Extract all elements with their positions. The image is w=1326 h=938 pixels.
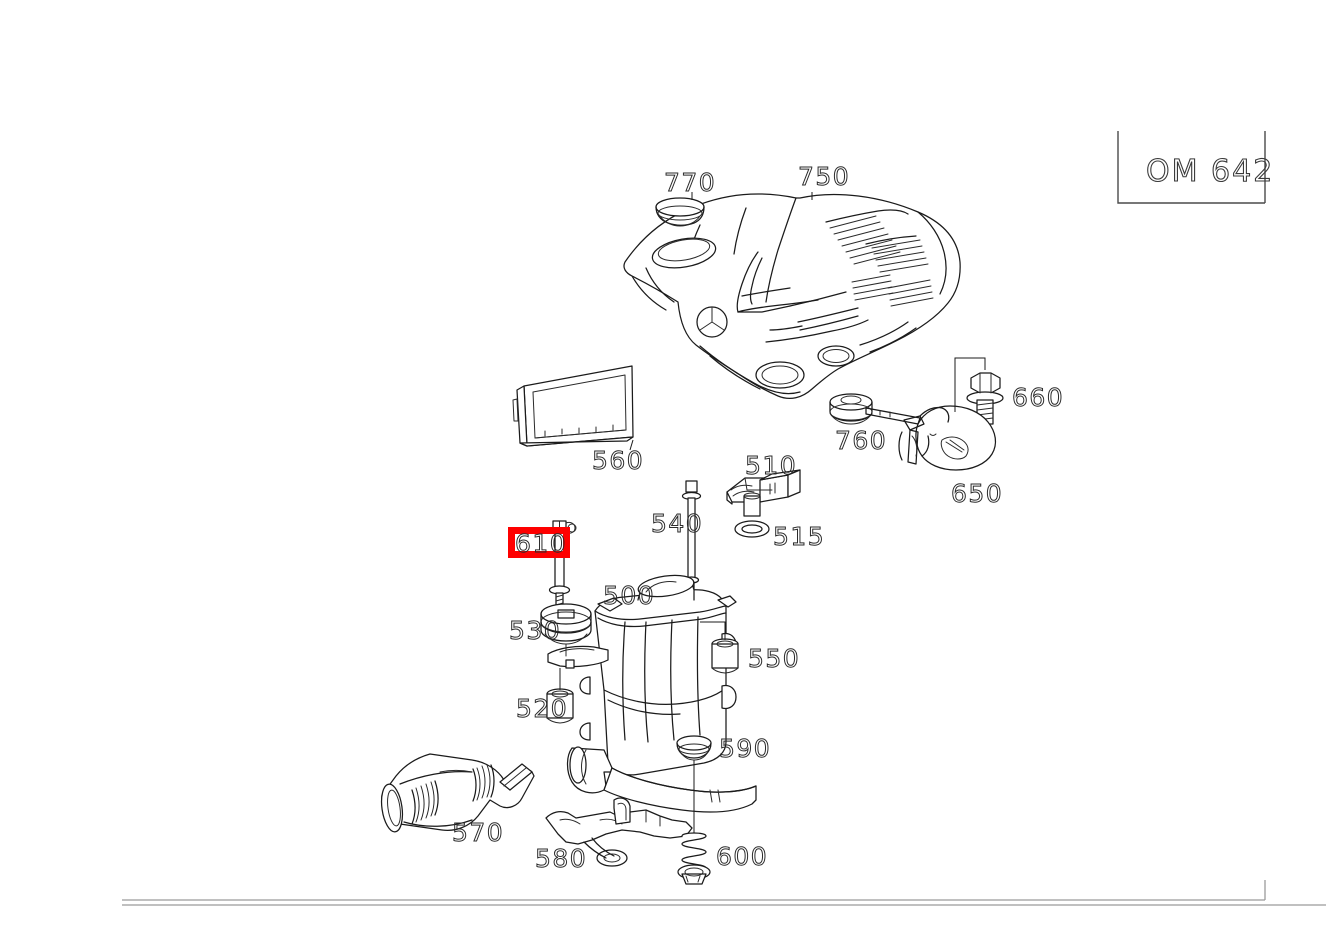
oil-filler-cap-770 (655, 197, 705, 227)
rubber-stopper-590 (676, 735, 712, 761)
callout-520: 520 (515, 694, 569, 723)
air-filter-element-560 (512, 365, 634, 447)
callout-515: 515 (772, 522, 826, 551)
callout-550: 550 (747, 644, 801, 673)
rubber-mount-530 (540, 603, 592, 657)
resonator-arm (898, 431, 903, 461)
callout-580: 580 (534, 844, 588, 873)
lower-housing-body (603, 767, 757, 813)
o-ring-515 (734, 520, 770, 538)
leader-650-660 (954, 357, 986, 412)
callout-540: 540 (650, 509, 704, 538)
mass-airflow-sensor-510 (726, 469, 801, 517)
callout-570: 570 (451, 818, 505, 847)
bottom-rule (122, 880, 1326, 906)
leader-560 (629, 439, 634, 451)
callout-510: 510 (744, 451, 798, 480)
engine-cover-750 (623, 193, 961, 399)
callout-560: 560 (591, 446, 645, 475)
air-cleaner-housing-500 (547, 574, 737, 794)
engine-code-frame (1117, 131, 1266, 204)
callout-590: 590 (718, 734, 772, 763)
callout-760: 760 (834, 426, 888, 455)
callout-770: 770 (663, 168, 717, 197)
callout-530: 530 (508, 616, 562, 645)
air-intake-duct-570 (380, 753, 535, 833)
bushing-550 (700, 621, 739, 674)
callout-600: 600 (715, 842, 769, 871)
bushing-520 (546, 668, 574, 724)
callout-750: 750 (797, 162, 851, 191)
resonator-bracket-650 (865, 405, 997, 471)
callout-660: 660 (1011, 383, 1065, 412)
engine-code-label: OM 642 (1145, 154, 1275, 189)
highlight-box-610 (508, 527, 570, 558)
callout-650: 650 (950, 479, 1004, 508)
callout-500: 500 (602, 581, 656, 610)
callout-610: 610 (514, 529, 568, 558)
support-bracket-580 (545, 797, 693, 867)
spring-bolt-600 (677, 760, 711, 885)
